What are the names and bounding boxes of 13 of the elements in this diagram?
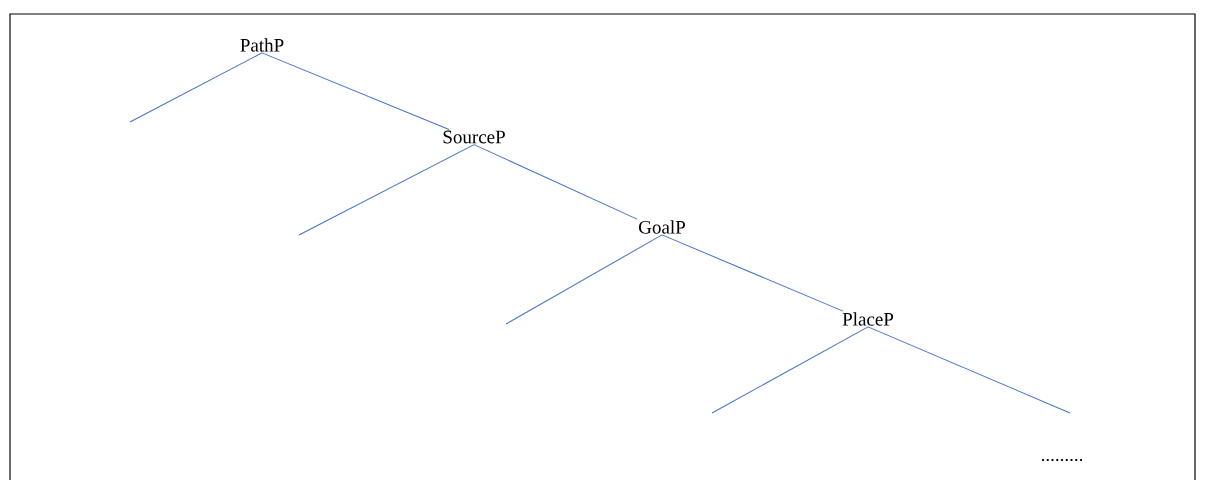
- node-label: SourceP: [443, 130, 505, 144]
- branch-line: [711, 326, 869, 414]
- branch-line: [473, 144, 638, 220]
- node-label: PlaceP: [842, 312, 894, 326]
- branch-line: [661, 234, 844, 312]
- branch-line: [298, 144, 475, 236]
- branch-line: [261, 52, 450, 130]
- ellipsis-text: .........: [1041, 458, 1083, 462]
- node-label: PathP: [240, 38, 284, 52]
- branch-line: [505, 234, 663, 325]
- node-label: GoalP: [639, 220, 685, 234]
- branch-line: [129, 52, 263, 123]
- branch-line: [867, 326, 1071, 414]
